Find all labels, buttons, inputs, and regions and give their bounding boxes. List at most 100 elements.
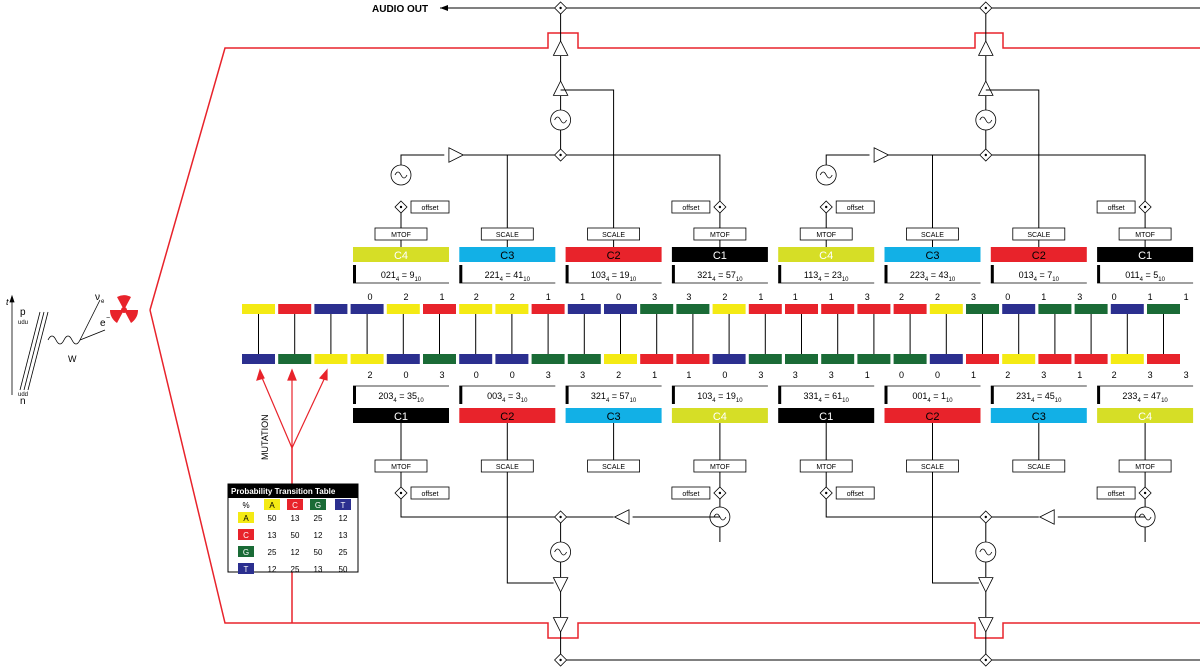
top-base-C [857, 304, 891, 314]
top-base-C [748, 304, 782, 314]
scale-box-label: SCALE [496, 464, 519, 471]
chord-label: C1 [819, 411, 833, 423]
top-base-G [966, 304, 999, 314]
table-header-label: A [269, 501, 275, 510]
table-header-G [310, 499, 326, 510]
bottom-base-A [1110, 354, 1144, 364]
sum-node-dot [559, 153, 562, 157]
chord-digit: 1 [971, 370, 976, 380]
dna-strands [242, 304, 1180, 364]
amplifier-icon [552, 40, 569, 56]
table-cell: 13 [314, 565, 323, 574]
chord-label: C3 [1032, 411, 1046, 423]
chord-conversion: 0014 = 110 [912, 391, 953, 404]
chord-conversion: 1034 = 1910 [591, 270, 637, 283]
chord-label-bg [1097, 408, 1194, 423]
top-base-A [386, 304, 420, 314]
chord-digit: 0 [403, 370, 408, 380]
mutation-label: MUTATION [260, 414, 270, 460]
chord-label-bg [671, 408, 768, 423]
top-base-T [314, 304, 348, 314]
offset-box [671, 486, 711, 500]
chord-digit: 2 [722, 292, 727, 302]
amplifier-icon [977, 617, 994, 633]
sine-wave-icon [819, 171, 833, 179]
chord-digit: 3 [1184, 370, 1189, 380]
chord-digit: 1 [758, 292, 763, 302]
chord-conversion: 3214 = 5710 [697, 270, 743, 283]
chord-label-bg [353, 408, 449, 423]
mtof-box-label: MTOF [1135, 232, 1155, 239]
chord-bracket [565, 265, 569, 283]
chord-label: C2 [1032, 250, 1046, 262]
chord-bracket [353, 265, 356, 283]
bottom-base-G [857, 354, 891, 364]
sum-node-dot [984, 658, 987, 662]
chord-bracket [353, 386, 356, 404]
table-cell: 25 [314, 514, 323, 523]
chord-conversion: 0034 = 310 [487, 391, 528, 404]
chord-label: C3 [607, 411, 621, 423]
chord-label: C3 [925, 250, 939, 262]
chord-digit: 0 [510, 370, 515, 380]
red-wire-bottom [149, 309, 1200, 639]
physics-t: t [6, 297, 9, 307]
amplifier-icon [613, 509, 630, 525]
table-header-C [287, 499, 303, 510]
chord-digit: 1 [580, 292, 585, 302]
offset-box-label: offset [422, 205, 439, 212]
amplifier-icon [977, 80, 994, 96]
sum-node-dot [825, 205, 828, 209]
sum-node-dot [1143, 205, 1147, 209]
table-cell: 25 [268, 548, 277, 557]
chord-conversion: 1134 = 2310 [804, 270, 849, 283]
chord-label-bg [353, 247, 449, 262]
top-base-G [1147, 304, 1180, 314]
top-base-G [1038, 304, 1072, 314]
chord-label: C3 [500, 250, 514, 262]
signal-wire [825, 499, 980, 518]
top-base-T [604, 304, 637, 314]
chord-label: C4 [1138, 411, 1152, 423]
chord-bracket [671, 386, 675, 404]
top-base-T [350, 304, 384, 314]
top-base-C [531, 304, 565, 314]
chord-conversion: 2034 = 3510 [378, 391, 424, 404]
offset-box-label: offset [847, 205, 864, 212]
sum-node-dot [1143, 491, 1147, 495]
sum-node-dot [984, 6, 987, 10]
scale-box-label: SCALE [921, 232, 944, 239]
table-cell: 13 [268, 531, 277, 540]
sine-wave-icon [979, 548, 993, 556]
bottom-base-C [966, 354, 999, 364]
chord-label: C1 [713, 250, 727, 262]
bottom-base-T [242, 354, 275, 364]
chord-digit: 1 [865, 370, 870, 380]
table-cell: 12 [314, 531, 323, 540]
top-base-C [821, 304, 855, 314]
bottom-base-A [314, 354, 348, 364]
sine-wave-icon [554, 116, 567, 124]
chord-digit: 2 [1112, 370, 1117, 380]
offset-box [410, 200, 450, 214]
top-base-T [567, 304, 601, 314]
offset-box [1096, 200, 1136, 214]
bottom-base-T [459, 354, 493, 364]
scale-box-label: SCALE [921, 464, 944, 471]
bottom-base-C [676, 354, 710, 364]
table-cell: 50 [291, 531, 300, 540]
bottom-base-G [785, 354, 818, 364]
mtof-box-label: MTOF [710, 464, 730, 471]
table-row-header-G [238, 546, 254, 557]
mtof-box-label: MTOF [391, 464, 411, 471]
physics-n: n [20, 396, 26, 407]
mtof-box-label: MTOF [391, 232, 411, 239]
scale-box-label: SCALE [602, 464, 625, 471]
signal-wire [985, 89, 1040, 228]
chord-bracket [1097, 386, 1101, 404]
red-wire-top [149, 32, 1200, 311]
chord-label: C1 [1138, 250, 1152, 262]
chord-bracket [459, 265, 463, 283]
chord-digit: 2 [899, 292, 904, 302]
chord-digit: 1 [439, 292, 444, 302]
